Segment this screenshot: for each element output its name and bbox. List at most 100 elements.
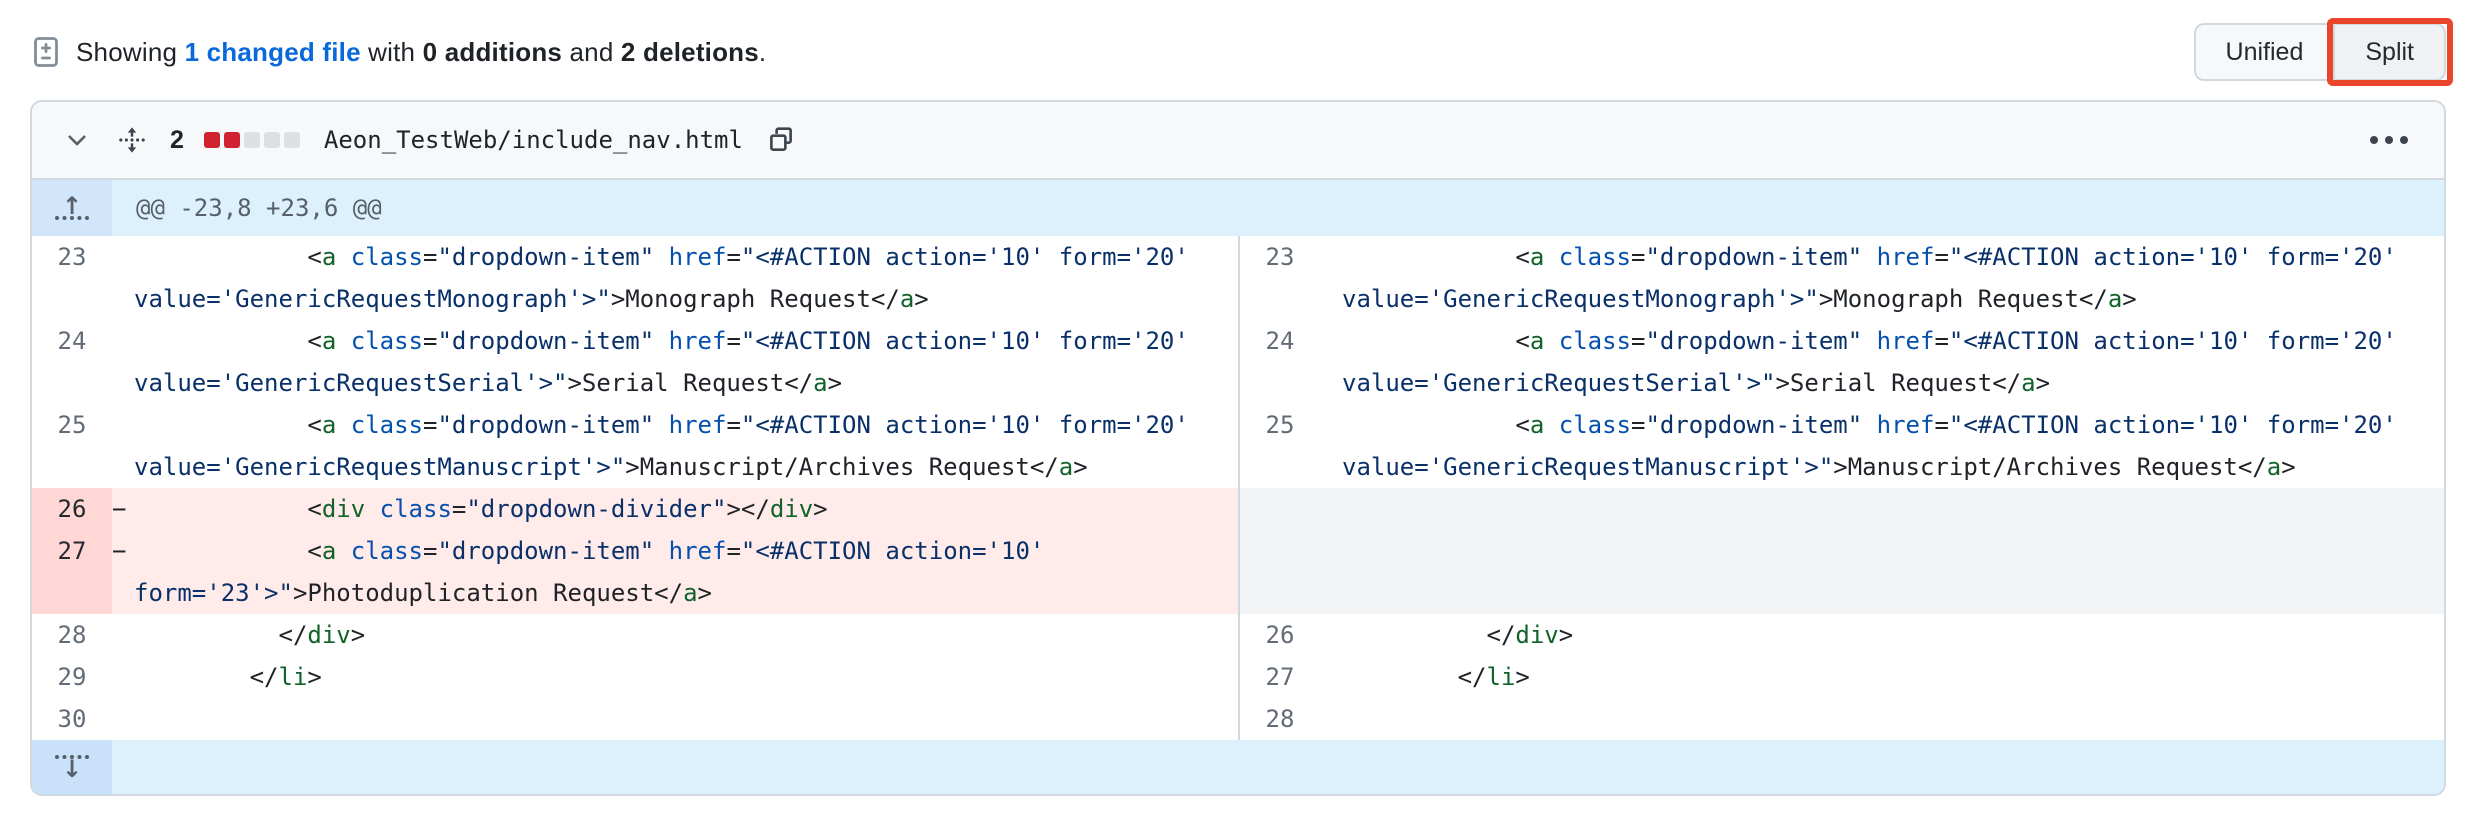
left-diff-cell: 24 <a class="dropdown-item" href="<#ACTI… [32, 320, 1238, 404]
line-number[interactable]: 26 [32, 488, 112, 530]
code-line: <a class="dropdown-item" href="<#ACTION … [1342, 411, 2412, 481]
hunk-header-text: @@ -23,8 +23,6 @@ [136, 194, 382, 222]
line-number[interactable]: 27 [1265, 663, 1295, 691]
copy-icon [770, 127, 792, 151]
line-number[interactable]: 23 [1265, 243, 1295, 271]
line-number[interactable]: 28 [57, 621, 87, 649]
summary-with: with [360, 36, 423, 67]
file-header: 2 Aeon_TestWeb/include_nav.html [32, 102, 2444, 180]
kebab-icon [2370, 136, 2378, 144]
expand-bottom-row: ↓ [32, 740, 2444, 794]
collapse-file-button[interactable] [60, 123, 94, 157]
diff-row: 25 <a class="dropdown-item" href="<#ACTI… [32, 404, 2444, 488]
code-line: <a class="dropdown-item" href="<#ACTION … [134, 327, 1204, 397]
code-line: <a class="dropdown-item" href="<#ACTION … [134, 537, 1059, 607]
code-line: </div> [1342, 621, 1574, 649]
left-diff-cell: 26− <div class="dropdown-divider"></div> [32, 488, 1238, 530]
left-diff-cell: 30 [32, 698, 1238, 740]
left-diff-cell: 29 </li> [32, 656, 1238, 698]
diff-row: 30 28 [32, 698, 2444, 740]
split-view-button[interactable]: Split [2335, 25, 2444, 79]
unified-view-button[interactable]: Unified [2195, 25, 2336, 79]
diff-row: 28 </div> 26 </div> [32, 614, 2444, 656]
file-options-button[interactable] [2362, 128, 2416, 152]
diffstat-squares [203, 132, 300, 148]
diffstat-neutral-square [283, 132, 300, 148]
diff-marker [1320, 698, 1342, 740]
empty-diff-cell [1238, 488, 2444, 530]
diff-marker: − [112, 495, 127, 523]
expand-up-button[interactable]: ↑ [32, 180, 112, 236]
line-number[interactable]: 23 [57, 243, 87, 271]
summary-period: . [758, 36, 767, 67]
arrow-down-icon: ↓ [61, 755, 83, 783]
summary-additions: 0 additions [422, 36, 563, 67]
line-number[interactable]: 25 [57, 411, 87, 439]
chevron-down-icon [68, 135, 86, 146]
code-line: <div class="dropdown-divider"></div> [134, 495, 828, 523]
diff-marker [112, 698, 134, 740]
file-changes-count: 2 [170, 125, 184, 154]
code-line: <a class="dropdown-item" href="<#ACTION … [134, 243, 1204, 313]
right-diff-cell: 24 <a class="dropdown-item" href="<#ACTI… [1238, 320, 2444, 404]
expand-down-button[interactable]: ↓ [32, 740, 112, 794]
line-number[interactable]: 29 [57, 663, 87, 691]
line-number[interactable]: 24 [1265, 327, 1295, 355]
line-number[interactable]: 26 [1265, 621, 1295, 649]
diffstat-deleted-square [223, 132, 240, 148]
diff-table: 23 <a class="dropdown-item" href="<#ACTI… [32, 236, 2444, 740]
code-line: </li> [1342, 663, 1530, 691]
summary-deletions: 2 deletions [620, 36, 759, 67]
code-line [134, 698, 1238, 740]
line-number[interactable]: 24 [57, 327, 87, 355]
right-diff-cell: 25 <a class="dropdown-item" href="<#ACTI… [1238, 404, 2444, 488]
line-number[interactable]: 30 [57, 705, 87, 733]
diff-marker [112, 320, 134, 404]
summary-text: Showing 1 changed file with 0 additions … [76, 37, 766, 68]
left-diff-cell: 23 <a class="dropdown-item" href="<#ACTI… [32, 236, 1238, 320]
expand-hunks-button[interactable] [114, 122, 150, 158]
changed-files-link[interactable]: 1 changed file [184, 36, 361, 67]
diff-marker [1320, 404, 1342, 488]
line-number[interactable]: 25 [1265, 411, 1295, 439]
diff-marker [112, 404, 134, 488]
unfold-vertical-icon [119, 127, 145, 153]
diff-row: 26− <div class="dropdown-divider"></div> [32, 488, 2444, 530]
diffstat-neutral-square [243, 132, 260, 148]
diff-marker [1320, 656, 1342, 698]
line-number[interactable]: 28 [1265, 705, 1295, 733]
file-diff-card: 2 Aeon_TestWeb/include_nav.html ↑ @@ -23… [30, 100, 2446, 796]
diffstat-deleted-square [203, 132, 220, 148]
code-line: </li> [134, 663, 322, 691]
diff-marker [1320, 236, 1342, 320]
diffstat-neutral-square [263, 132, 280, 148]
diff-row: 23 <a class="dropdown-item" href="<#ACTI… [32, 236, 2444, 320]
code-line: <a class="dropdown-item" href="<#ACTION … [1342, 243, 2412, 313]
left-diff-cell: 27− <a class="dropdown-item" href="<#ACT… [32, 530, 1238, 614]
diff-row: 27− <a class="dropdown-item" href="<#ACT… [32, 530, 2444, 614]
file-diff-icon [30, 36, 62, 68]
diff-marker: − [112, 537, 127, 565]
diff-marker [112, 614, 134, 656]
left-diff-cell: 25 <a class="dropdown-item" href="<#ACTI… [32, 404, 1238, 488]
right-diff-cell: 28 [1238, 698, 2444, 740]
hunk-header-row: ↑ @@ -23,8 +23,6 @@ [32, 180, 2444, 236]
copy-path-button[interactable] [763, 122, 799, 158]
diff-marker [112, 236, 134, 320]
empty-diff-cell [1238, 530, 2444, 614]
code-line: </div> [134, 621, 366, 649]
diff-row: 29 </li>27 </li> [32, 656, 2444, 698]
pr-files-changed-view: Showing 1 changed file with 0 additions … [30, 18, 2453, 796]
code-line: <a class="dropdown-item" href="<#ACTION … [1342, 327, 2412, 397]
diff-view-toggle: Unified Split [2193, 18, 2453, 86]
diff-summary-bar: Showing 1 changed file with 0 additions … [30, 18, 2453, 86]
diff-marker [112, 656, 134, 698]
diff-row: 24 <a class="dropdown-item" href="<#ACTI… [32, 320, 2444, 404]
right-diff-cell: 27 </li> [1238, 656, 2444, 698]
code-line: <a class="dropdown-item" href="<#ACTION … [134, 411, 1204, 481]
left-diff-cell: 28 </div> [32, 614, 1238, 656]
summary-and: and [562, 36, 621, 67]
arrow-up-icon: ↑ [61, 192, 83, 220]
code-line [1342, 698, 2444, 740]
line-number[interactable]: 27 [32, 530, 112, 614]
